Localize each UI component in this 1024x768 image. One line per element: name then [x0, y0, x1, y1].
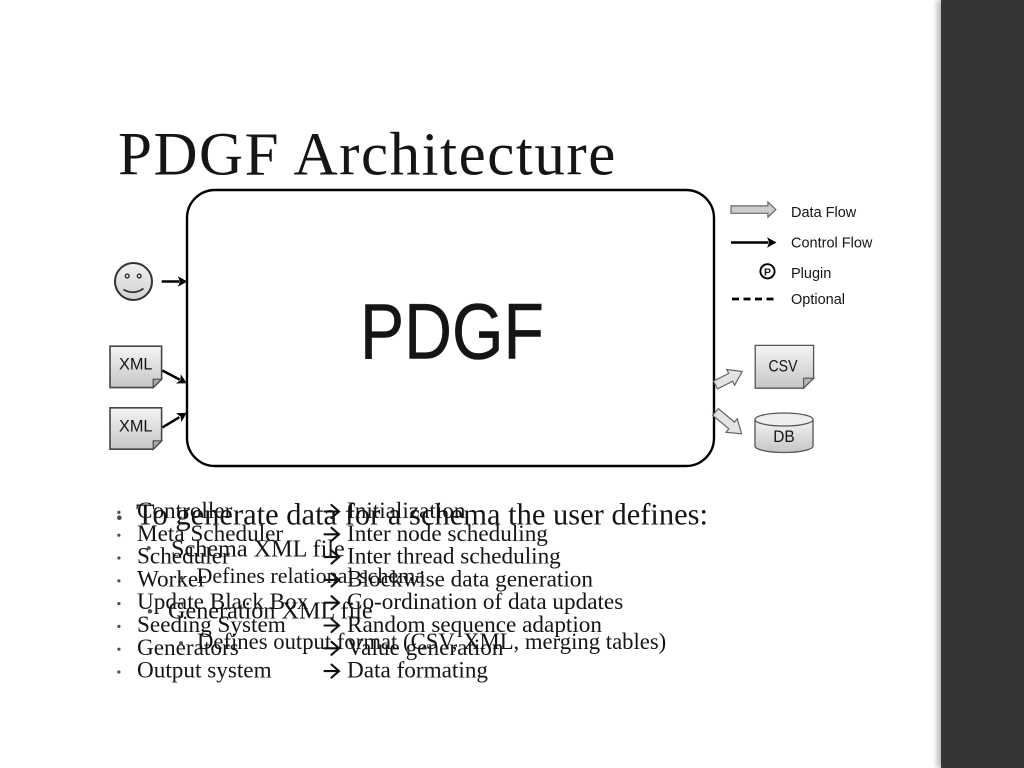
svg-text:Co-ordination of data updates: Co-ordination of data updates [347, 589, 623, 615]
svg-text:Defines output format (CSV, XM: Defines output format (CSV, XML, merging… [197, 629, 666, 654]
svg-text:Generation XML file: Generation XML file [168, 598, 373, 625]
svg-text:Initialization: Initialization [347, 498, 466, 524]
svg-text:Inter thread scheduling: Inter thread scheduling [347, 544, 561, 570]
svg-text:Control Flow: Control Flow [791, 236, 873, 252]
svg-text:Generators: Generators [137, 635, 239, 661]
svg-text:Meta Scheduler: Meta Scheduler [137, 521, 283, 547]
svg-text:Data formating: Data formating [347, 658, 488, 684]
svg-text:Blockwise data generation: Blockwise data generation [347, 566, 593, 592]
svg-text:To generate data for a schema: To generate data for a schema the user d… [136, 498, 708, 532]
svg-text:Optional: Optional [791, 292, 845, 308]
svg-text:XML: XML [119, 356, 152, 374]
svg-text:Defines relational schema: Defines relational schema [197, 563, 426, 588]
svg-text:Scheduler: Scheduler [137, 544, 230, 570]
svg-text:PDGF: PDGF [360, 287, 544, 376]
svg-text:Schema XML file: Schema XML file [171, 535, 345, 562]
svg-text:Data Flow: Data Flow [791, 205, 857, 221]
svg-text:Inter node scheduling: Inter node scheduling [347, 521, 548, 547]
svg-text:Value generation: Value generation [347, 635, 504, 661]
svg-text:P: P [764, 267, 771, 279]
svg-text:Output system: Output system [137, 658, 272, 684]
svg-text:XML: XML [119, 417, 152, 435]
svg-text:PDGF Architecture: PDGF Architecture [118, 121, 617, 188]
svg-text:Controller: Controller [137, 498, 233, 524]
svg-text:Worker: Worker [137, 566, 206, 592]
svg-text:CSV: CSV [769, 357, 798, 375]
svg-text:Random sequence adaption: Random sequence adaption [347, 612, 602, 638]
svg-text:Plugin: Plugin [791, 266, 831, 282]
svg-text:DB: DB [773, 428, 795, 446]
svg-text:Update Black Box: Update Black Box [137, 589, 309, 615]
svg-text:Seeding System: Seeding System [137, 612, 286, 638]
